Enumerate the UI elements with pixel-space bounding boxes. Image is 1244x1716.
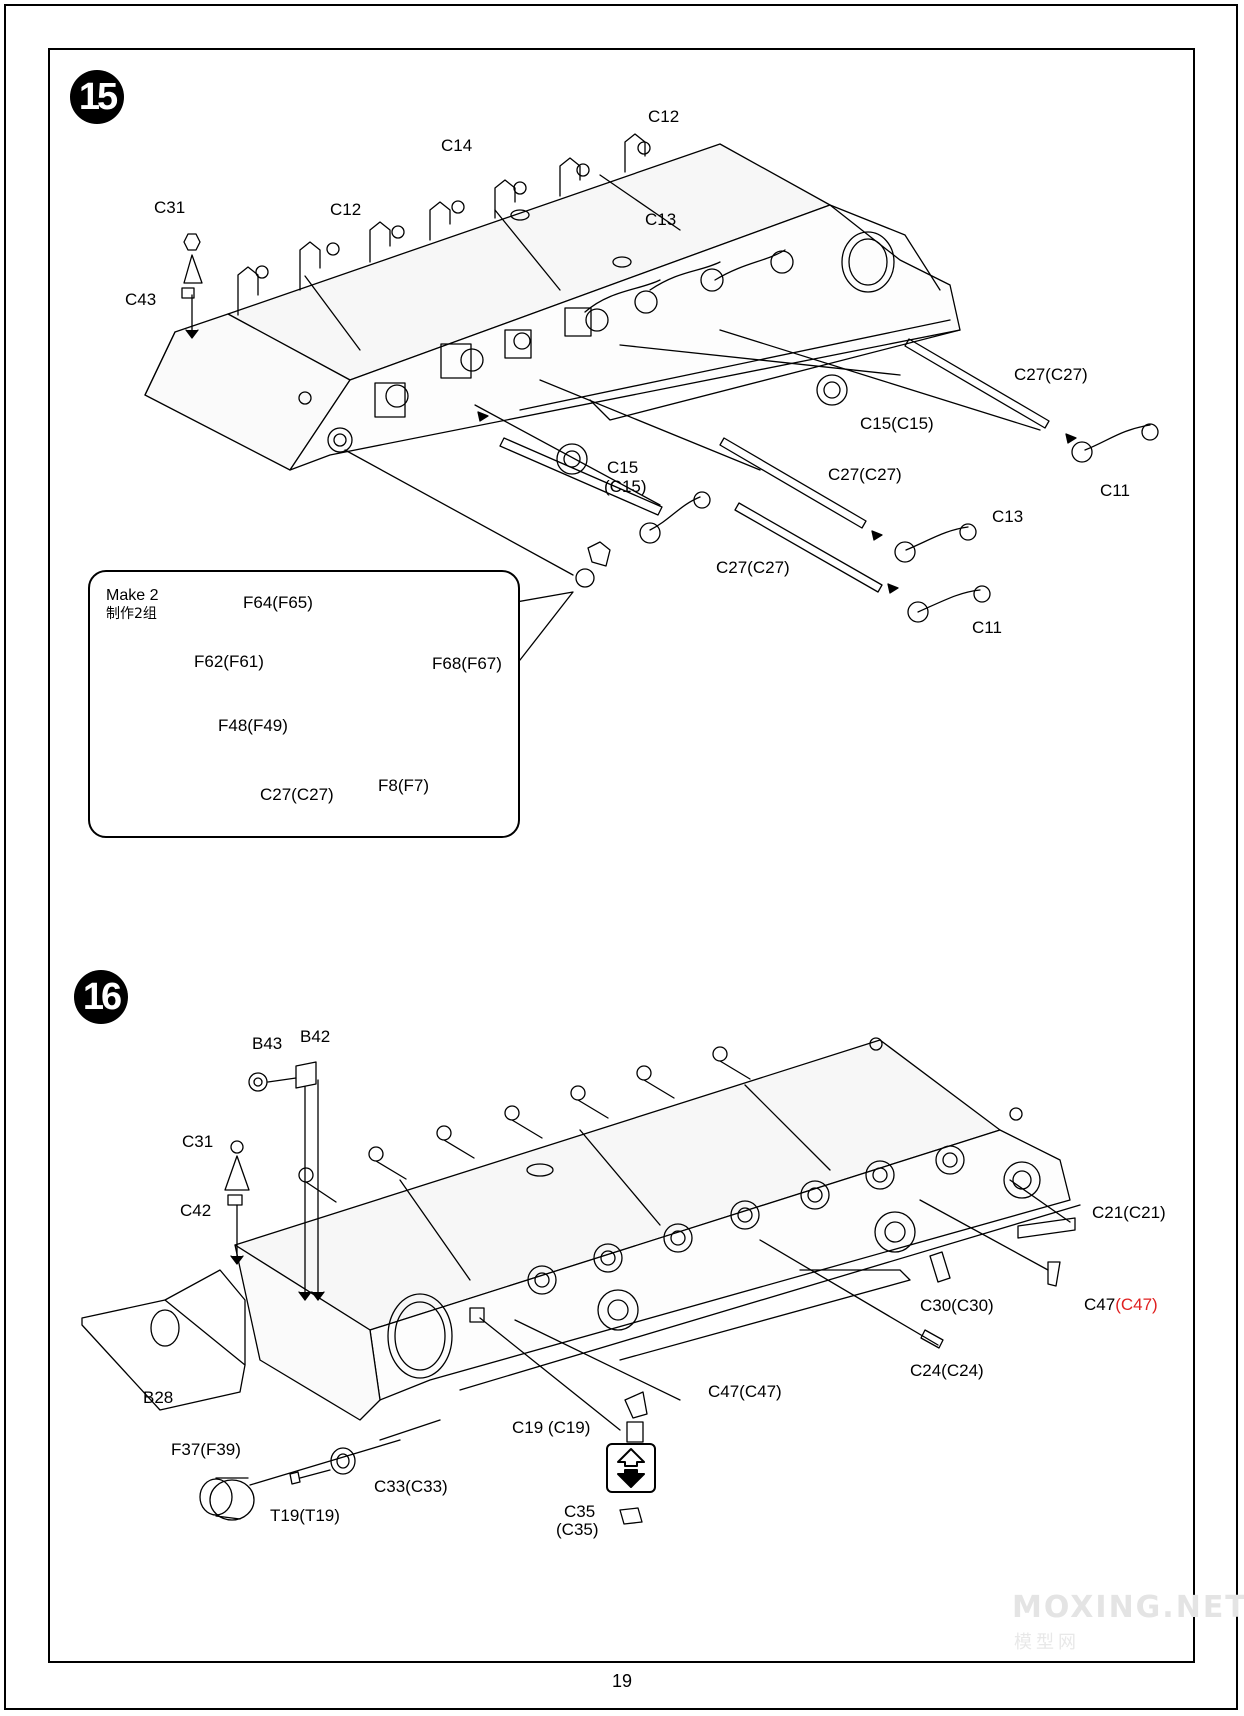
label-c33: C33(C33) (374, 1477, 448, 1496)
callout-detail-box (88, 570, 520, 838)
make-two-note-cn: 制作2组 (106, 606, 157, 622)
label-c24: C24(C24) (910, 1361, 984, 1380)
label-c13-lower: C13 (992, 507, 1024, 526)
label-c27-right: C27(C27) (1014, 365, 1088, 384)
label-b28: B28 (143, 1388, 174, 1407)
label-c42: C42 (180, 1201, 212, 1220)
step-15-badge: 15 (70, 70, 124, 124)
label-c31-16: C31 (182, 1132, 214, 1151)
label-f62: F62(F61) (194, 652, 264, 671)
make-two-note-en: Make 2 (106, 587, 159, 604)
label-f37: F37(F39) (171, 1440, 241, 1459)
up-down-arrow-icon (617, 1448, 645, 1488)
label-c47-right-alt: (C47) (1115, 1295, 1158, 1314)
label-c19: C19 (C19) (512, 1418, 591, 1437)
label-c47-right: C47(C47) (1084, 1296, 1158, 1313)
label-c47-lower: C47(C47) (708, 1382, 782, 1401)
label-c27-callout: C27(C27) (260, 785, 334, 804)
page-inner-frame (48, 48, 1195, 1663)
label-c15-mid-alt: (C15) (604, 477, 647, 496)
label-c27-mid: C27(C27) (828, 465, 902, 484)
label-c11-lower: C11 (972, 618, 1002, 637)
label-c14: C14 (441, 136, 473, 155)
watermark-logo-sub: 模型网 (1014, 1632, 1080, 1653)
label-c35: C35 (564, 1502, 596, 1521)
label-t19: T19(T19) (270, 1506, 340, 1525)
step-16-badge: 16 (74, 970, 128, 1024)
label-f8: F8(F7) (378, 776, 429, 795)
label-c47-right-main: C47 (1084, 1295, 1116, 1314)
step15-guide-lines (344, 329, 1159, 623)
page-number: 19 (611, 1671, 633, 1691)
watermark-logo: MOXING.NET (1012, 1590, 1244, 1625)
label-c15-right: C15(C15) (860, 414, 934, 433)
label-b43: B43 (252, 1034, 283, 1053)
label-c31: C31 (154, 198, 186, 217)
label-c21: C21(C21) (1092, 1203, 1166, 1222)
flip-view-icon (606, 1443, 656, 1493)
step15-hull-drawing (144, 133, 961, 471)
label-c11-right: C11 (1100, 481, 1130, 500)
label-c15-mid: C15 (607, 458, 639, 477)
label-c43: C43 (125, 290, 157, 309)
step16-hull-drawing (81, 1037, 1081, 1525)
label-c30: C30(C30) (920, 1296, 994, 1315)
make-two-note: Make 2 制作2组 (106, 586, 158, 624)
page-outer-frame (4, 4, 1238, 1710)
label-f48: F48(F49) (218, 716, 288, 735)
label-c27-lower: C27(C27) (716, 558, 790, 577)
label-c12-left: C12 (330, 200, 362, 219)
label-f64: F64(F65) (243, 593, 313, 612)
label-c12-top: C12 (648, 107, 680, 126)
label-c35-alt: (C35) (556, 1520, 599, 1539)
label-c13-top: C13 (645, 210, 677, 229)
label-b42: B42 (300, 1027, 331, 1046)
label-f68: F68(F67) (432, 654, 502, 673)
